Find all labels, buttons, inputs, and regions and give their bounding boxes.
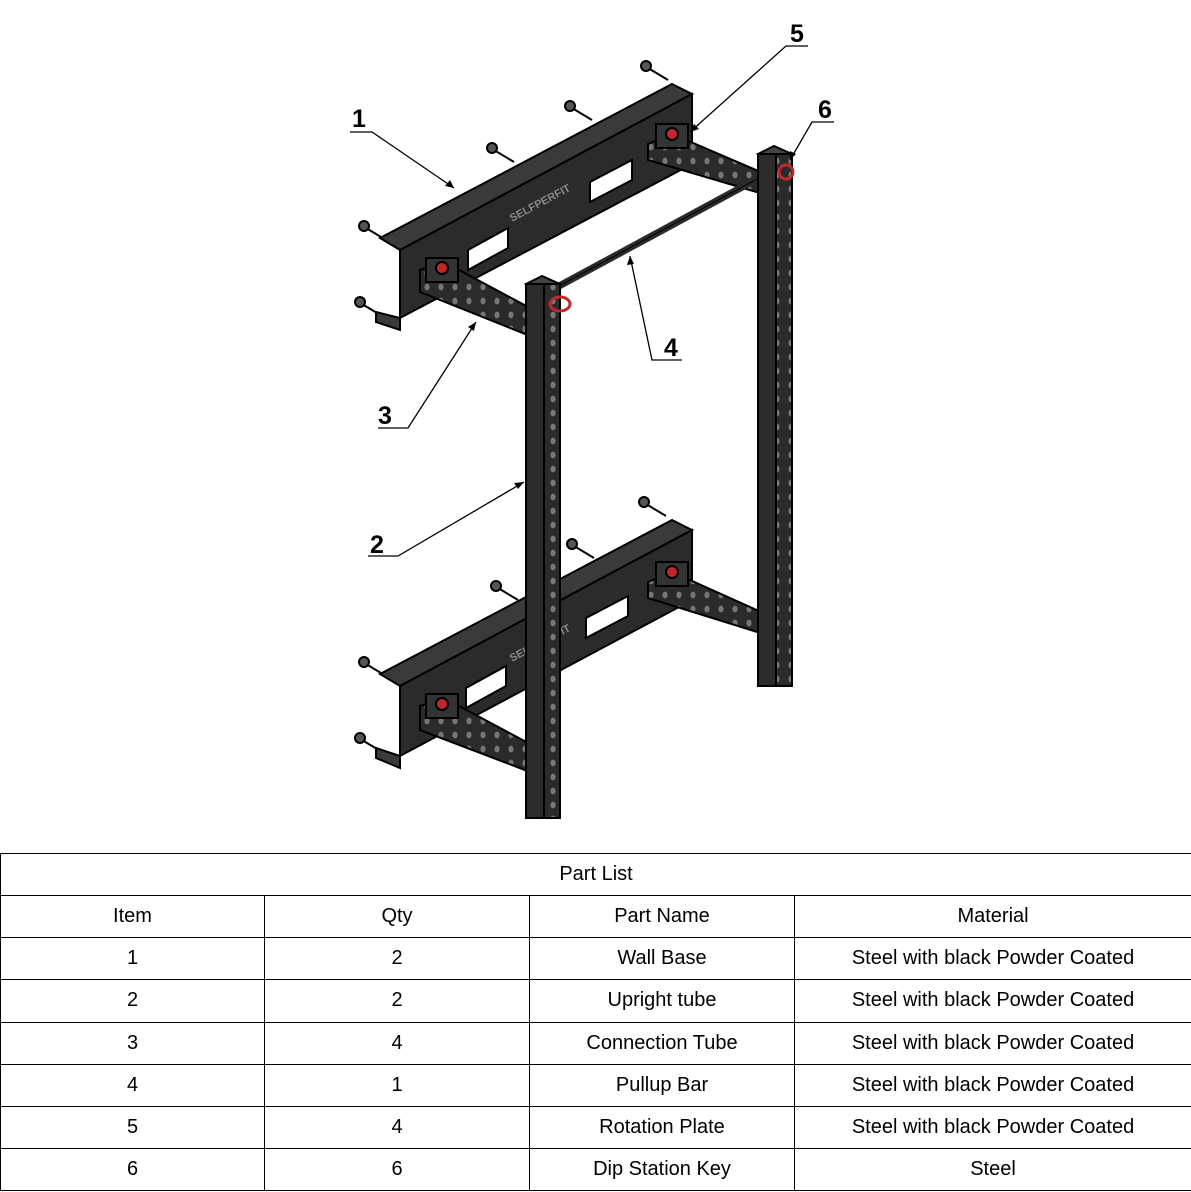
cell-item: 1 (0, 937, 265, 981)
header-item: Item (0, 895, 265, 939)
cell-item: 4 (0, 1063, 265, 1107)
table-row: 3 4 Connection Tube Steel with black Pow… (0, 1021, 1191, 1065)
table-header-row: Item Qty Part Name Material (0, 895, 1191, 939)
cell-item: 5 (0, 1105, 265, 1149)
callout-3: 3 (378, 402, 392, 430)
header-qty: Qty (264, 895, 530, 939)
part-list-table: Part List Item Qty Part Name Material 1 … (0, 852, 1191, 1192)
left-upright-tube (523, 274, 572, 819)
table-row: 6 6 Dip Station Key Steel (0, 1147, 1191, 1192)
cell-material: Steel with black Powder Coated (793, 937, 1191, 981)
bottom-wall-base: SELFPERFIT (354, 496, 695, 770)
cell-qty: 4 (264, 1105, 530, 1149)
callout-1: 1 (352, 105, 366, 133)
header-material: Material (793, 895, 1191, 939)
cell-material: Steel with black Powder Coated (793, 1063, 1191, 1107)
callout-4: 4 (664, 334, 678, 362)
cell-material: Steel with black Powder Coated (793, 1021, 1191, 1065)
cell-part-name: Upright tube (529, 979, 795, 1023)
table-row: 4 1 Pullup Bar Steel with black Powder C… (0, 1063, 1191, 1107)
callout-5: 5 (790, 20, 804, 48)
cell-material: Steel (793, 1147, 1191, 1192)
header-part-name: Part Name (529, 895, 795, 939)
table-title-row: Part List (0, 852, 1191, 897)
cell-qty: 4 (264, 1021, 530, 1065)
table-row: 1 2 Wall Base Steel with black Powder Co… (0, 937, 1191, 981)
cell-part-name: Rotation Plate (529, 1105, 795, 1149)
cell-material: Steel with black Powder Coated (793, 979, 1191, 1023)
callout-6: 6 (818, 96, 832, 124)
callout-2: 2 (370, 531, 384, 559)
right-upright-tube (755, 144, 795, 687)
cell-material: Steel with black Powder Coated (793, 1105, 1191, 1149)
cell-item: 3 (0, 1021, 265, 1065)
leader-arrowheads (445, 124, 796, 489)
cell-item: 6 (0, 1147, 265, 1192)
cell-part-name: Wall Base (529, 937, 795, 981)
cell-qty: 2 (264, 979, 530, 1023)
top-wall-base: SELFPERFIT (354, 60, 695, 332)
top-rotation-plates (425, 123, 689, 283)
cell-qty: 1 (264, 1063, 530, 1107)
table-row: 5 4 Rotation Plate Steel with black Powd… (0, 1105, 1191, 1149)
table-row: 2 2 Upright tube Steel with black Powder… (0, 979, 1191, 1023)
cell-part-name: Pullup Bar (529, 1063, 795, 1107)
cell-part-name: Dip Station Key (529, 1147, 795, 1192)
cell-part-name: Connection Tube (529, 1021, 795, 1065)
cell-qty: 2 (264, 937, 530, 981)
cell-qty: 6 (264, 1147, 530, 1192)
cell-item: 2 (0, 979, 265, 1023)
assembly-drawing: SELFPERFIT SELFPERFIT (350, 20, 834, 819)
bottom-rotation-plates (425, 561, 689, 719)
leader-lines (350, 45, 834, 557)
table-title: Part List (0, 852, 1191, 897)
